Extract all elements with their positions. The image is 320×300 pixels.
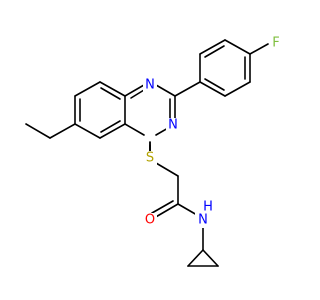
cyclopropyl-group [187, 225, 219, 267]
n3-label: N [168, 118, 178, 133]
fluorine-label: F [272, 36, 279, 51]
sulfur-label: S [146, 151, 154, 166]
benzo-ring [74, 81, 126, 139]
n1-label: N [145, 78, 155, 93]
atom-label-o: O [143, 213, 157, 228]
molecule-diagram: N N S F O N H [25, 35, 283, 267]
atom-label-f: F [269, 36, 283, 51]
amide-n-label: N [198, 213, 208, 228]
atom-label-s: S [143, 151, 157, 166]
amide-h-label: H [203, 200, 213, 215]
oxygen-label: O [145, 213, 155, 228]
fluorophenyl-ring [174, 39, 269, 97]
atom-label-nh: N H [195, 200, 217, 228]
side-chain [149, 141, 198, 219]
molecule-structure: N N S F O N H [25, 35, 283, 267]
atom-label-n3: N [166, 118, 180, 133]
ethyl-group [25, 123, 76, 139]
atom-label-n1: N [143, 78, 157, 93]
